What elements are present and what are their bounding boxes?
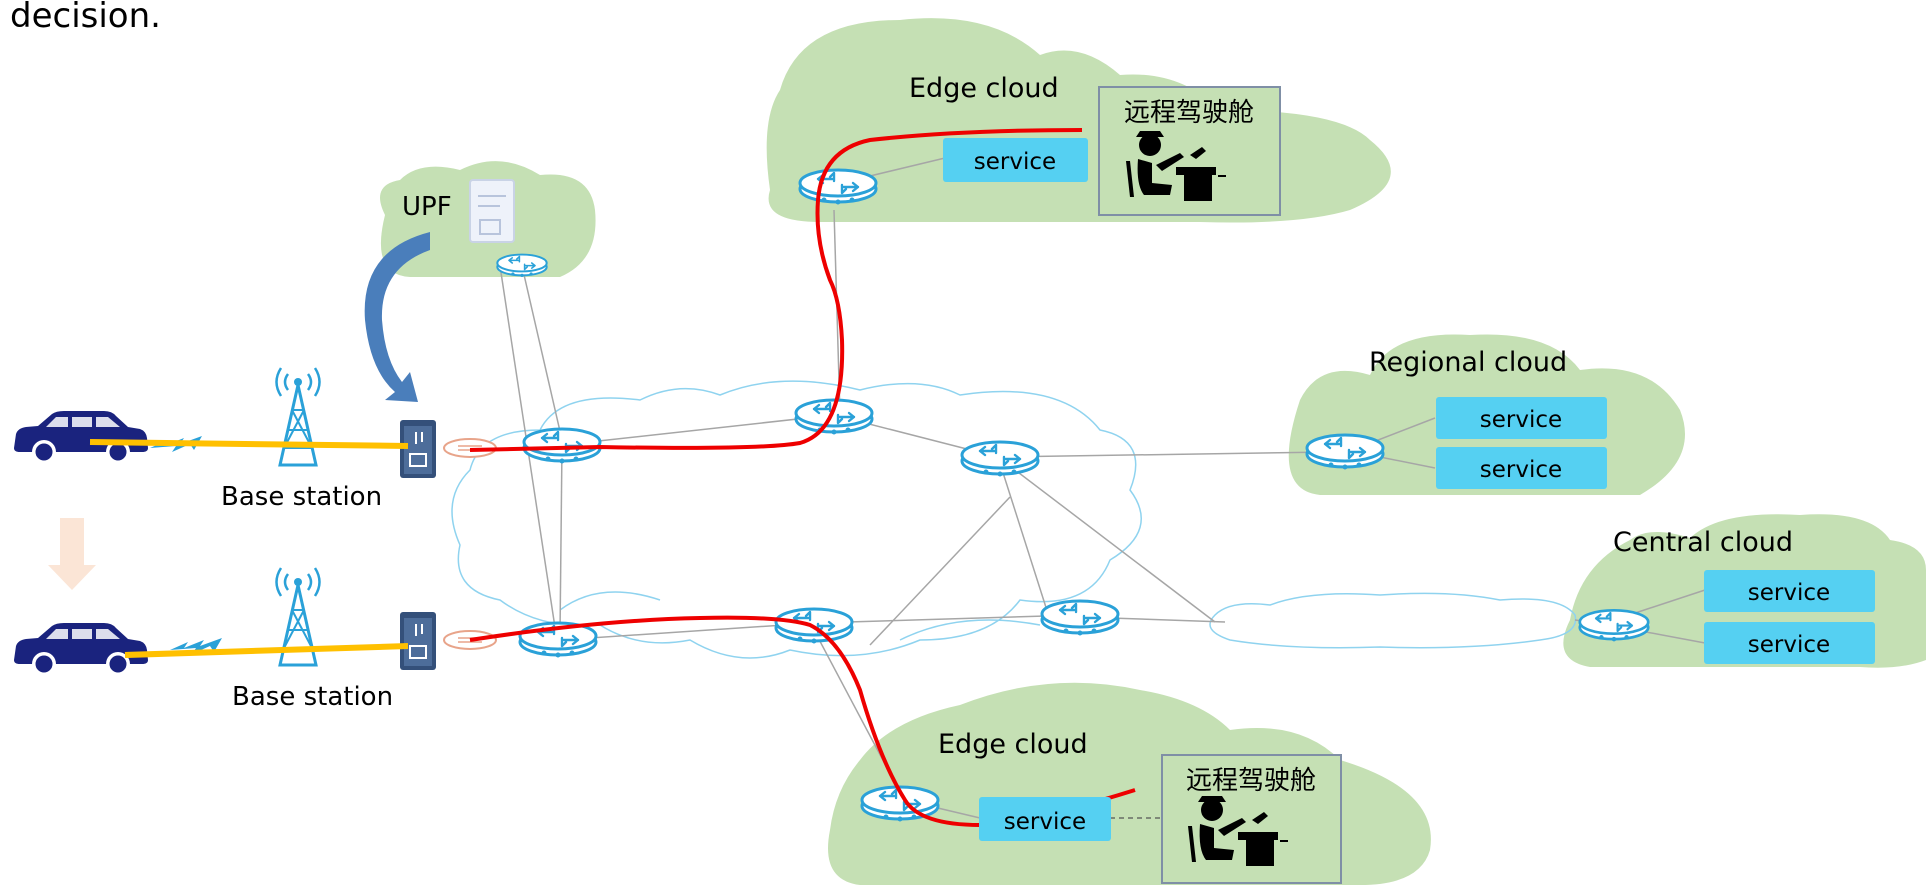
cockpit-bottom-label: 远程驾驶舱 [1186, 766, 1316, 796]
car-move-arrow [48, 518, 96, 590]
base-station-top-label: Base station [221, 482, 382, 512]
upf-device-icon [469, 179, 515, 243]
tower-top-icon [275, 366, 321, 467]
router-upf [496, 253, 548, 278]
router-core-3 [960, 440, 1040, 478]
upf-label: UPF [402, 192, 452, 222]
router-regional [1305, 433, 1385, 471]
edge-bottom-service-box: service [979, 797, 1111, 841]
edge-top-service-label: service [974, 149, 1056, 175]
gateway-top-icon [399, 419, 437, 479]
data-path-top [469, 128, 1083, 452]
gateway-bottom-icon [399, 611, 437, 671]
edge-cloud-bottom-label: Edge cloud [938, 729, 1088, 760]
cockpit-top: 远程驾驶舱 [1098, 86, 1281, 216]
central-service-label-2: service [1748, 632, 1830, 658]
edge-bottom-service-label: service [1004, 809, 1086, 835]
central-service-label-1: service [1748, 580, 1830, 606]
central-service-box-2: service [1704, 622, 1875, 664]
wireless-link-bottom [124, 643, 409, 658]
base-station-bottom-label: Base station [232, 682, 393, 712]
edge-cloud-top-label: Edge cloud [909, 73, 1059, 104]
router-edge-top [798, 168, 878, 206]
router-central [1578, 608, 1650, 643]
cockpit-bottom: 远程驾驶舱 [1161, 754, 1342, 884]
central-service-box-1: service [1704, 570, 1875, 612]
edge-top-service-box: service [943, 138, 1088, 182]
regional-cloud-label: Regional cloud [1369, 347, 1567, 378]
wireless-link-top [89, 439, 409, 449]
caption-fragment: decision. [10, 0, 161, 36]
transit-network-cloud [1209, 592, 1577, 649]
router-core-6 [1040, 599, 1120, 637]
central-cloud-label: Central cloud [1613, 527, 1793, 558]
car-top-icon [12, 409, 150, 464]
regional-service-box-2: service [1436, 447, 1607, 489]
cockpit-top-label: 远程驾驶舱 [1124, 98, 1254, 128]
regional-service-label-1: service [1480, 407, 1562, 433]
car-bottom-icon [12, 621, 150, 676]
upf-curved-arrow [364, 232, 430, 402]
regional-service-box-1: service [1436, 397, 1607, 439]
regional-service-label-2: service [1480, 457, 1562, 483]
